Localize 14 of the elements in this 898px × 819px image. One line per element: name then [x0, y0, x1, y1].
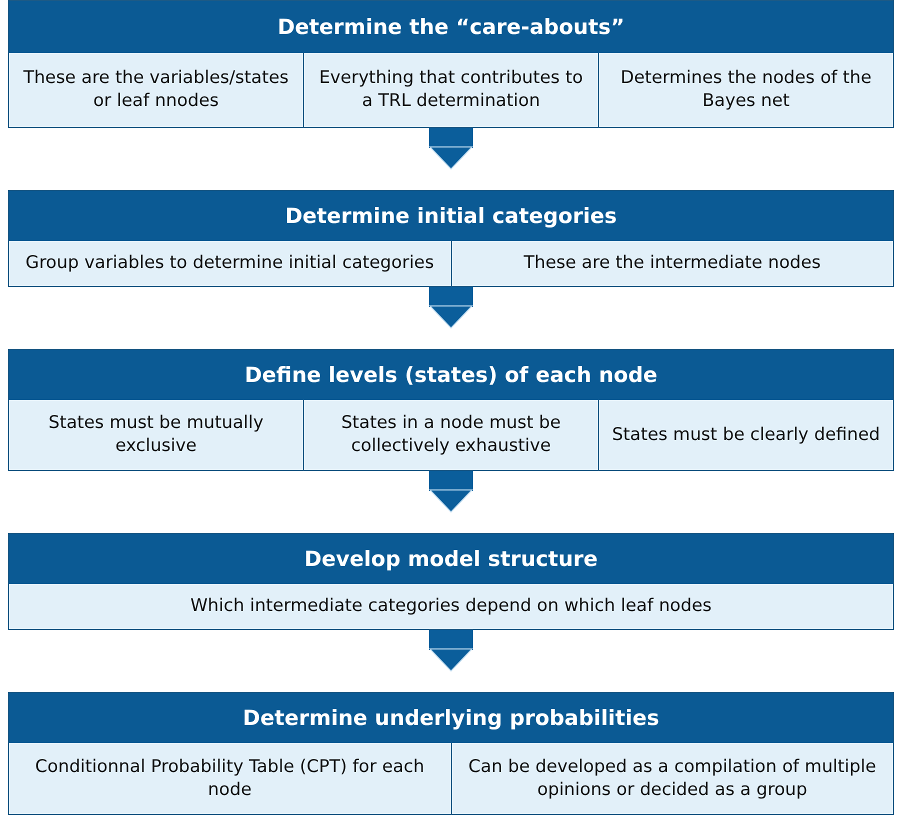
stage-panel: [8, 0, 894, 128]
block-arrow: [429, 128, 473, 170]
stage-panel: [8, 190, 894, 287]
stage-heading: Determine the “care-abouts”: [9, 1, 893, 53]
stage-heading: Develop model structure: [9, 534, 893, 584]
block-arrow: [429, 630, 473, 672]
block-arrow: [429, 287, 473, 328]
stage-panel: [8, 692, 894, 815]
stage-panel: [8, 533, 894, 630]
block-arrow: [429, 471, 473, 512]
stage-panel: [8, 349, 894, 471]
stage-heading: Define levels (states) of each node: [9, 350, 893, 400]
stage-heading: Determine underlying probabilities: [9, 693, 893, 743]
stage-heading: Determine initial categories: [9, 191, 893, 241]
